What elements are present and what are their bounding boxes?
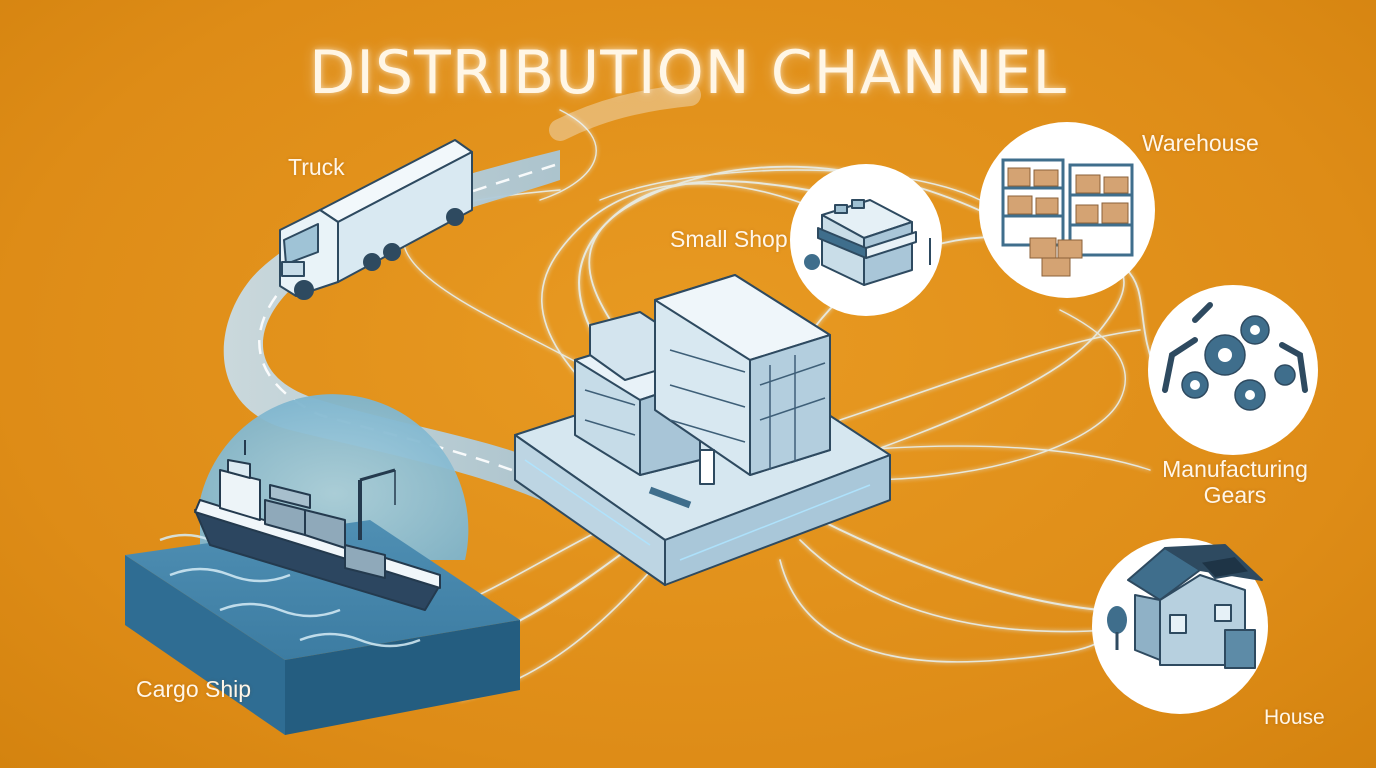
- manufacturing-label: Manufacturing Gears: [1160, 456, 1310, 508]
- manufacturing-label-line2: Gears: [1203, 482, 1267, 508]
- small-shop-label: Small Shop: [670, 226, 788, 252]
- house-label: House: [1264, 706, 1325, 729]
- house-icon: [1092, 538, 1268, 714]
- diagram-title: DISTRIBUTION CHANNEL: [309, 38, 1067, 108]
- manufacturing-label-line1: Manufacturing: [1162, 456, 1308, 482]
- truck-icon: [279, 139, 473, 300]
- office-building-icon: [514, 274, 891, 586]
- cargo-ship-icon: [125, 394, 520, 735]
- robot-arm-gears-icon: [1148, 285, 1318, 455]
- warehouse-shelves-icon: [979, 122, 1155, 298]
- warehouse-label: Warehouse: [1142, 130, 1259, 156]
- truck-label: Truck: [288, 154, 345, 180]
- shop-icon: [790, 164, 942, 316]
- cargo-ship-label: Cargo Ship: [136, 676, 252, 702]
